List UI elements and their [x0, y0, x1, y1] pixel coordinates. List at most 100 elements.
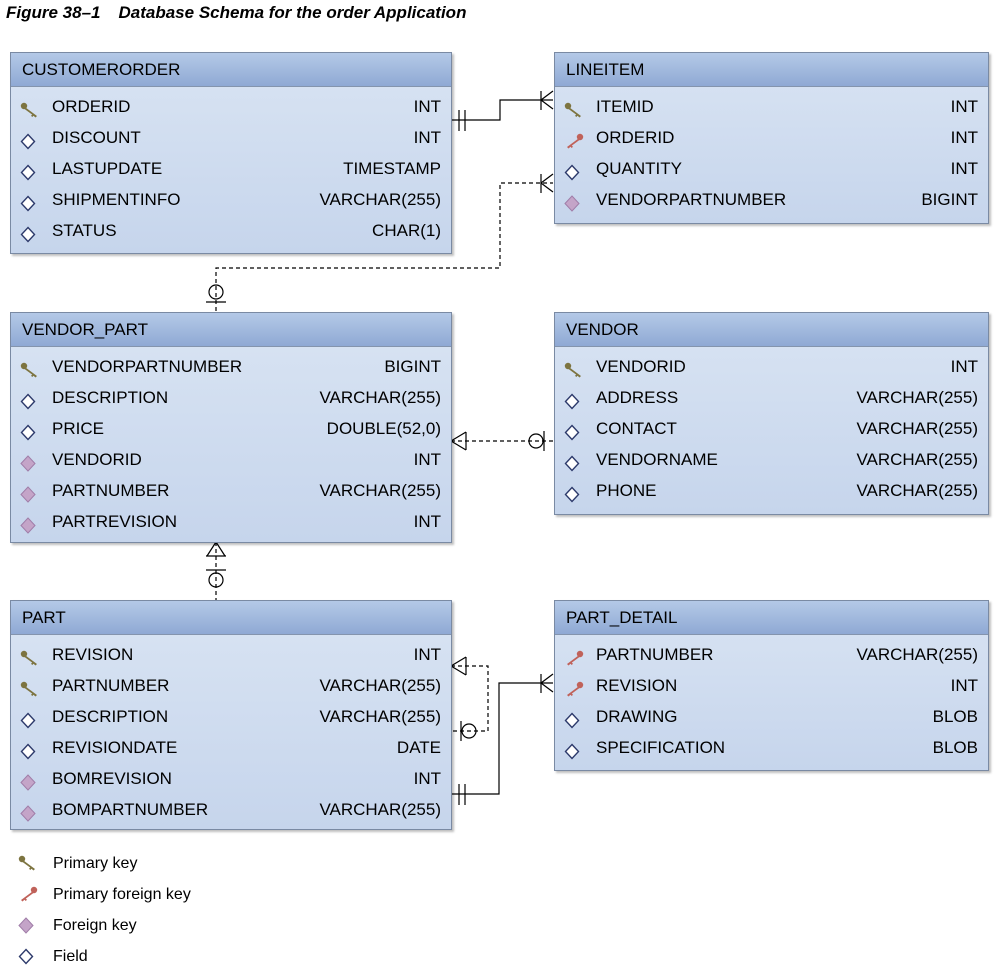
column-type: VARCHAR(255)	[319, 388, 441, 407]
column-type: BIGINT	[921, 190, 978, 209]
primary-key-icon	[564, 98, 584, 118]
rel-customerorder-lineitem	[450, 90, 554, 131]
column-type: TIMESTAMP	[343, 159, 441, 178]
rel-part-self	[450, 656, 489, 741]
column-type: INT	[950, 159, 978, 178]
foreign-key-icon	[20, 801, 40, 822]
column-name: ORDERID	[596, 128, 675, 147]
column-type: VARCHAR(255)	[856, 419, 978, 438]
legend-label: Foreign key	[53, 917, 137, 934]
rel-part-partdetail	[451, 673, 554, 805]
field-icon	[20, 739, 40, 760]
table-title: LINEITEM	[555, 53, 988, 87]
column-row: REVISIONDATE DATE	[11, 732, 451, 763]
column-name: LASTUPDATE	[52, 159, 163, 178]
field-icon	[20, 191, 40, 212]
column-type: BIGINT	[384, 357, 441, 376]
table-title: VENDOR_PART	[11, 313, 451, 347]
field-icon	[20, 389, 40, 410]
foreign-key-icon	[20, 770, 40, 791]
primary-foreign-key-icon	[564, 677, 584, 697]
foreign-key-icon	[20, 482, 40, 503]
primary-key-icon	[20, 646, 40, 666]
column-type: DATE	[396, 738, 441, 757]
column-name: DESCRIPTION	[52, 707, 169, 726]
field-icon	[564, 160, 584, 181]
column-type: VARCHAR(255)	[319, 676, 441, 695]
column-type: BLOB	[932, 738, 978, 757]
column-type: INT	[950, 128, 978, 147]
column-type: INT	[950, 97, 978, 116]
table-title: PART_DETAIL	[555, 601, 988, 635]
primary-foreign-key-icon	[18, 886, 38, 903]
column-type: INT	[413, 512, 441, 531]
column-row: LASTUPDATE TIMESTAMP	[11, 153, 451, 184]
column-name: ADDRESS	[596, 388, 679, 407]
primary-key-icon	[20, 677, 40, 697]
column-type: INT	[950, 357, 978, 376]
column-type: VARCHAR(255)	[856, 388, 978, 407]
column-name: DRAWING	[596, 707, 678, 726]
column-type: VARCHAR(255)	[319, 800, 441, 819]
foreign-key-icon	[20, 513, 40, 534]
column-type: INT	[413, 128, 441, 147]
primary-key-icon	[20, 98, 40, 118]
column-name: REVISION	[596, 676, 678, 695]
foreign-key-icon	[20, 451, 40, 472]
column-type: CHAR(1)	[372, 221, 441, 240]
column-name: DISCOUNT	[52, 128, 141, 147]
field-icon	[564, 420, 584, 441]
column-name: VENDORPARTNUMBER	[52, 357, 243, 376]
figure-title: Database Schema for the order Applicatio…	[118, 3, 467, 22]
table-title: PART	[11, 601, 451, 635]
column-row: ADDRESS VARCHAR(255)	[555, 382, 988, 413]
column-name: REVISIONDATE	[52, 738, 178, 757]
field-icon	[20, 420, 40, 441]
field-icon	[564, 389, 584, 410]
column-type: INT	[950, 676, 978, 695]
field-icon	[564, 739, 584, 760]
column-name: VENDORNAME	[596, 450, 718, 469]
column-name: BOMREVISION	[52, 769, 172, 788]
table-title: CUSTOMERORDER	[11, 53, 451, 87]
column-row: QUANTITY INT	[555, 153, 988, 184]
table-vendor-part: VENDOR_PART VENDORPARTNUMBER BIGINT DESCR…	[10, 312, 452, 543]
column-type: VARCHAR(255)	[856, 481, 978, 500]
primary-foreign-key-icon	[564, 646, 584, 666]
legend-label: Primary foreign key	[53, 886, 191, 903]
table-title: VENDOR	[555, 313, 988, 347]
rel-vendor-vendorpart	[450, 431, 553, 451]
column-row: VENDORPARTNUMBER BIGINT	[11, 351, 451, 382]
field-icon	[20, 160, 40, 181]
rel-vendorpart-lineitem	[206, 173, 554, 311]
primary-key-icon	[18, 855, 38, 872]
field-icon	[20, 129, 40, 150]
primary-key-icon	[20, 358, 40, 378]
field-icon	[20, 222, 40, 243]
primary-key-icon	[564, 358, 584, 378]
column-name: PARTNUMBER	[52, 481, 170, 500]
column-name: PHONE	[596, 481, 657, 500]
column-name: QUANTITY	[596, 159, 682, 178]
column-name: VENDORID	[52, 450, 142, 469]
column-name: PARTNUMBER	[596, 645, 714, 664]
